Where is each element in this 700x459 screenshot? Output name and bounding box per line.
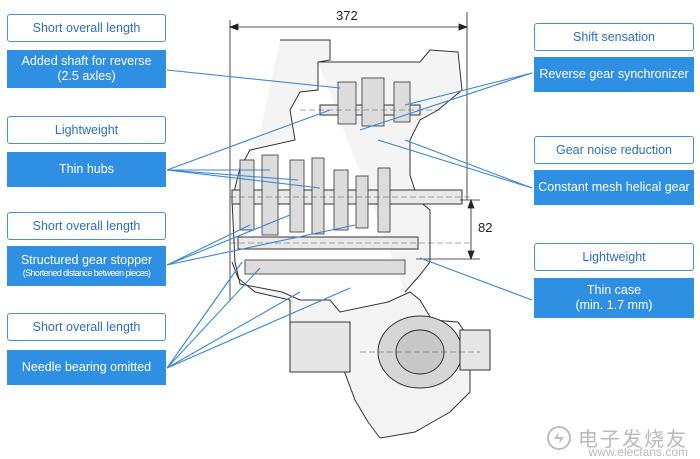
dimension-lines [228, 12, 480, 300]
structured-gear-stopper-label: Structured gear stopper (Shortened dista… [7, 246, 166, 286]
label-text: Short overall length [32, 218, 141, 233]
label-text: Shift sensation [573, 29, 655, 44]
watermark-text: 电子发烧友 [578, 429, 688, 451]
label-text: Reverse gear synchronizer [539, 67, 689, 81]
thin-hubs-label: Thin hubs [7, 152, 166, 187]
needle-bearing-label: Needle bearing omitted [7, 350, 166, 385]
height-dimension: 82 [478, 220, 493, 235]
label-text: Needle bearing omitted [21, 360, 152, 374]
watermark-url: www.elecfans.com [588, 445, 688, 459]
watermark-logo-icon [547, 425, 571, 450]
shift-sensation-label: Shift sensation [534, 23, 694, 51]
label-text: Constant mesh helical gear [538, 180, 690, 194]
lightweight-label: Lightweight [7, 116, 166, 144]
label-subtext: (2.5 axles) [57, 69, 116, 83]
width-dimension: 372 [336, 8, 358, 23]
short-overall-length-label: Short overall length [7, 313, 166, 341]
label-text: Short overall length [32, 20, 141, 35]
label-text: Structured gear stopper [20, 253, 153, 267]
gears [239, 77, 411, 275]
short-overall-length-label: Short overall length [7, 212, 166, 240]
gear-noise-reduction-label: Gear noise reduction [534, 136, 694, 164]
added-shaft-label: Added shaft for reverse (2.5 axles) [7, 50, 166, 88]
constant-mesh-helical-gear-label: Constant mesh helical gear [534, 170, 694, 205]
label-text: Lightweight [54, 122, 119, 137]
leader-lines [166, 69, 533, 369]
label-subtext: (Shortened distance between pieces) [22, 268, 151, 278]
reverse-gear-synchronizer-label: Reverse gear synchronizer [534, 57, 694, 92]
lightweight-label: Lightweight [534, 243, 694, 271]
label-text: Thin case [586, 283, 642, 297]
label-text: Added shaft for reverse [21, 54, 152, 68]
label-text: Thin hubs [59, 162, 114, 176]
thin-case-label: Thin case (min. 1.7 mm) [534, 278, 694, 318]
label-text: Gear noise reduction [555, 142, 673, 157]
label-subtext: (min. 1.7 mm) [575, 298, 653, 312]
watermark: 电子发烧友 www.elecfans.com [546, 423, 688, 459]
short-overall-length-label: Short overall length [7, 14, 166, 42]
label-text: Lightweight [582, 249, 646, 264]
label-text: Short overall length [32, 319, 141, 334]
